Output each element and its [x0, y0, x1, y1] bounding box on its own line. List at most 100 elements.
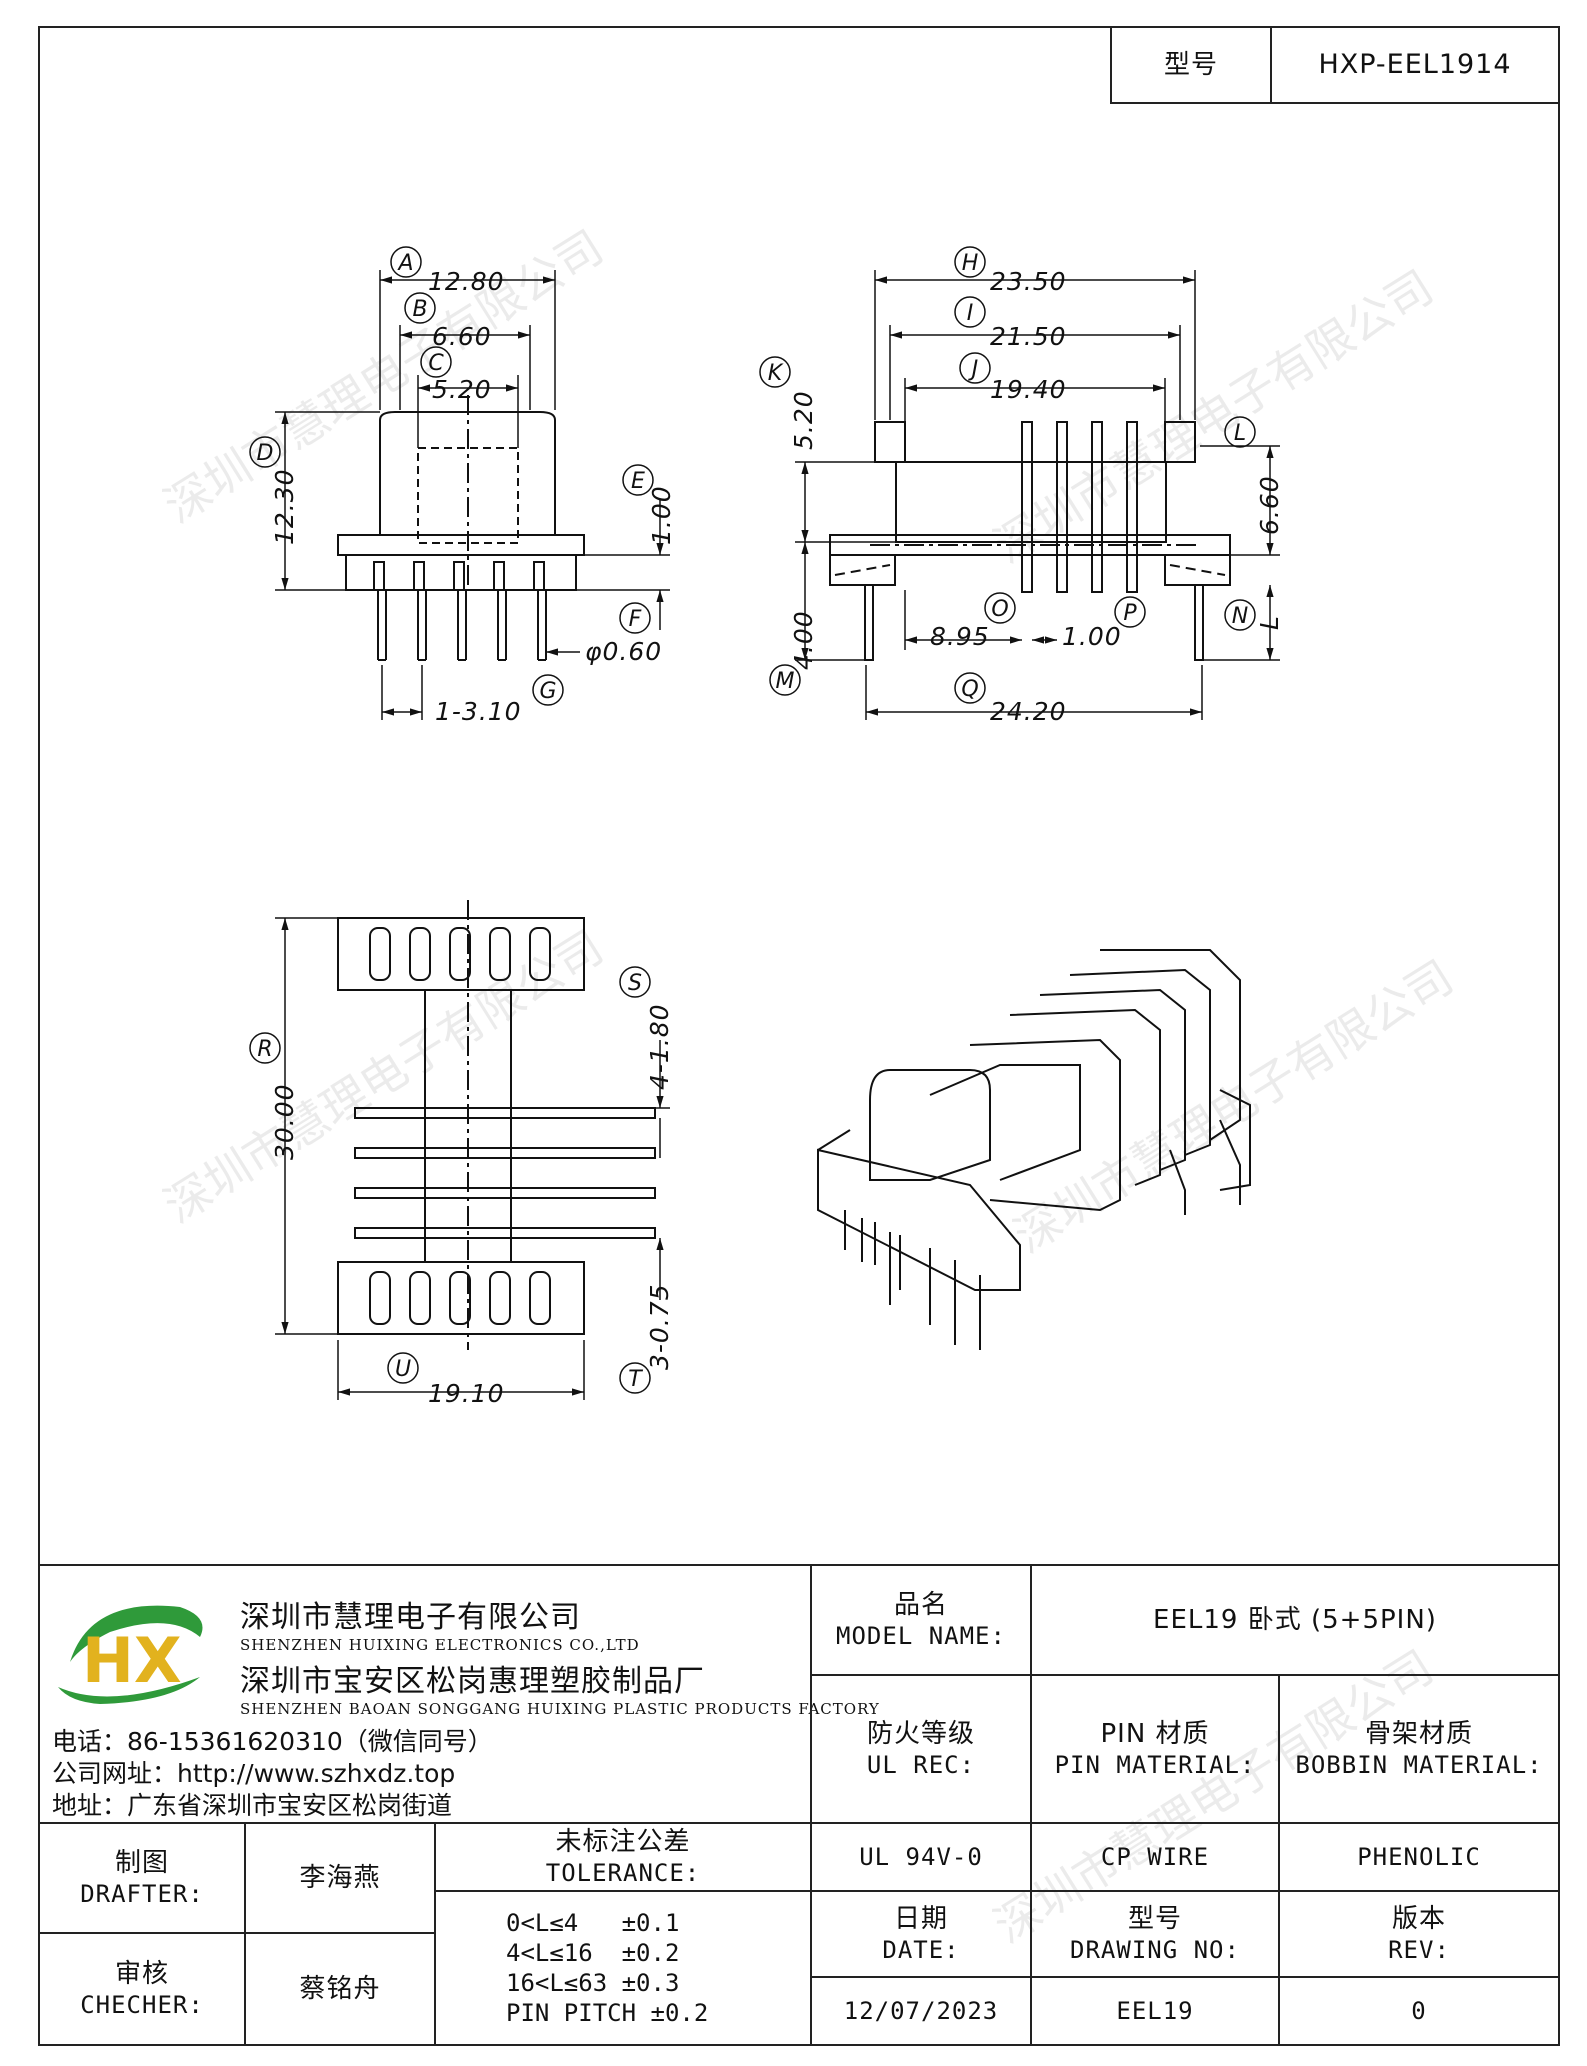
model-name-value: EEL19 卧式 (5+5PIN) — [1153, 1604, 1437, 1635]
label-b: B — [412, 297, 427, 322]
dim-o-value: 8.95 — [930, 622, 990, 651]
label-c: C — [428, 351, 444, 376]
ul-label-cell: 防火等级 UL REC: — [810, 1674, 1032, 1824]
ul-cn: 防火等级 — [866, 1718, 975, 1749]
model-name-label-cell: 品名 MODEL NAME: — [810, 1564, 1032, 1676]
rev-en: REV: — [1388, 1936, 1450, 1965]
label-f: F — [629, 607, 642, 632]
checker-value: 蔡铭舟 — [299, 1973, 381, 2004]
tolerance-en: TOLERANCE: — [545, 1859, 701, 1888]
company-name-cn: 深圳市慧理电子有限公司 — [240, 1600, 581, 1635]
drafter-value: 李海燕 — [299, 1862, 381, 1893]
drawing-no-value: EEL19 — [1116, 1997, 1194, 2025]
factory-name-cn: 深圳市宝安区松岗惠理塑胶制品厂 — [240, 1664, 705, 1699]
tolerance-values-cell: 0<L≤4 ±0.1 4<L≤16 ±0.2 16<L≤63 ±0.3 PIN … — [434, 1890, 812, 2046]
checker-value-cell: 蔡铭舟 — [244, 1932, 436, 2046]
label-n: N — [1232, 604, 1248, 629]
dim-s-value: 4-1.80 — [645, 1003, 674, 1090]
ul-en: UL REC: — [866, 1751, 976, 1780]
dim-i-value: 21.50 — [990, 322, 1067, 351]
date-cn: 日期 — [893, 1903, 948, 1934]
dim-e-value: 1.00 — [647, 485, 676, 545]
dim-c-value: 5.20 — [432, 375, 492, 404]
pin-cn: PIN 材质 — [1100, 1718, 1210, 1749]
pin-label-cell: PIN 材质 PIN MATERIAL: — [1030, 1674, 1280, 1824]
dim-q-value: 24.20 — [990, 697, 1067, 726]
title-block-top-border — [38, 1564, 1560, 1566]
drafter-label-cell: 制图 DRAFTER: — [38, 1822, 246, 1934]
label-p: P — [1123, 601, 1137, 626]
dim-j-value: 19.40 — [990, 375, 1067, 404]
drawing-no-cn: 型号 — [1127, 1903, 1182, 1934]
dim-h-value: 23.50 — [990, 267, 1067, 296]
rev-cn: 版本 — [1391, 1903, 1446, 1934]
model-name-value-cell: EEL19 卧式 (5+5PIN) — [1030, 1564, 1560, 1676]
rev-label-cell: 版本 REV: — [1278, 1890, 1560, 1978]
dim-t-value: 3-0.75 — [645, 1283, 674, 1370]
model-value: HXP-EEL1914 — [1318, 49, 1512, 81]
pin-value-cell: CP WIRE — [1030, 1822, 1280, 1892]
company-logo: HX — [58, 1605, 203, 1704]
label-r: R — [257, 1037, 272, 1062]
label-m: M — [776, 669, 795, 694]
label-a: A — [396, 251, 413, 276]
drafter-cn: 制图 — [114, 1847, 169, 1878]
dim-p-value: 1.00 — [1062, 622, 1122, 651]
dim-g-value: 1-3.10 — [435, 697, 522, 726]
bobbin-value: PHENOLIC — [1357, 1843, 1481, 1871]
pin-value: CP WIRE — [1100, 1843, 1210, 1871]
bottom-view — [275, 900, 670, 1400]
bobbin-cn: 骨架材质 — [1364, 1718, 1473, 1749]
dim-n-value: L — [1255, 615, 1284, 630]
contact-address: 地址：广东省深圳市宝安区松岗街道 — [52, 1791, 453, 1820]
label-i: I — [967, 301, 974, 326]
bobbin-label-cell: 骨架材质 BOBBIN MATERIAL: — [1278, 1674, 1560, 1824]
tolerance-label-cell: 未标注公差 TOLERANCE: — [434, 1822, 812, 1892]
dim-d-value: 12.30 — [270, 468, 299, 545]
side-view — [795, 270, 1280, 720]
label-j: J — [968, 357, 979, 382]
contact-phone: 电话：86-15361620310（微信同号） — [52, 1727, 493, 1756]
dim-f-value: φ0.60 — [585, 637, 662, 666]
dim-a-value: 12.80 — [428, 267, 505, 296]
label-g: G — [539, 679, 556, 704]
bobbin-value-cell: PHENOLIC — [1278, 1822, 1560, 1892]
label-k: K — [768, 361, 784, 386]
tolerance-line: PIN PITCH ±0.2 — [506, 1999, 709, 2027]
model-value-cell: HXP-EEL1914 — [1270, 26, 1560, 104]
model-name-cn: 品名 — [893, 1589, 948, 1620]
date-value-cell: 12/07/2023 — [810, 1976, 1032, 2046]
tolerance-line: 4<L≤16 ±0.2 — [506, 1939, 680, 1967]
rev-value: 0 — [1411, 1997, 1427, 2025]
ul-value-cell: UL 94V-0 — [810, 1822, 1032, 1892]
model-label: 型号 — [1163, 49, 1218, 80]
dim-u-value: 19.10 — [428, 1379, 505, 1408]
label-u: U — [395, 1357, 411, 1382]
front-view — [275, 270, 670, 720]
label-e: E — [631, 469, 645, 494]
logo-text: HX — [82, 1624, 182, 1697]
factory-name-en: SHENZHEN BAOAN SONGGANG HUIXING PLASTIC … — [240, 1700, 880, 1718]
date-label-cell: 日期 DATE: — [810, 1890, 1032, 1978]
drafter-en: DRAFTER: — [80, 1880, 204, 1909]
checker-label-cell: 审核 CHECHER: — [38, 1932, 246, 2046]
drawing-no-en: DRAWING NO: — [1070, 1936, 1240, 1965]
isometric-view — [817, 949, 1251, 1350]
tolerance-cn: 未标注公差 — [555, 1826, 691, 1857]
rev-value-cell: 0 — [1278, 1976, 1560, 2046]
contact-website: 公司网址：http://www.szhxdz.top — [52, 1759, 456, 1788]
label-h: H — [962, 251, 979, 276]
label-s: S — [628, 971, 642, 996]
drafter-value-cell: 李海燕 — [244, 1822, 436, 1934]
company-name-en: SHENZHEN HUIXING ELECTRONICS CO.,LTD — [240, 1636, 640, 1654]
label-q: Q — [961, 677, 978, 702]
checker-en: CHECHER: — [80, 1991, 204, 2020]
tolerance-line: 16<L≤63 ±0.3 — [506, 1969, 680, 1997]
dim-k-value: 5.20 — [789, 390, 818, 450]
label-o: O — [991, 597, 1008, 622]
tolerance-line: 0<L≤4 ±0.1 — [506, 1909, 680, 1937]
model-name-en: MODEL NAME: — [836, 1622, 1006, 1651]
date-value: 12/07/2023 — [843, 1997, 999, 2025]
checker-cn: 审核 — [114, 1958, 169, 1989]
